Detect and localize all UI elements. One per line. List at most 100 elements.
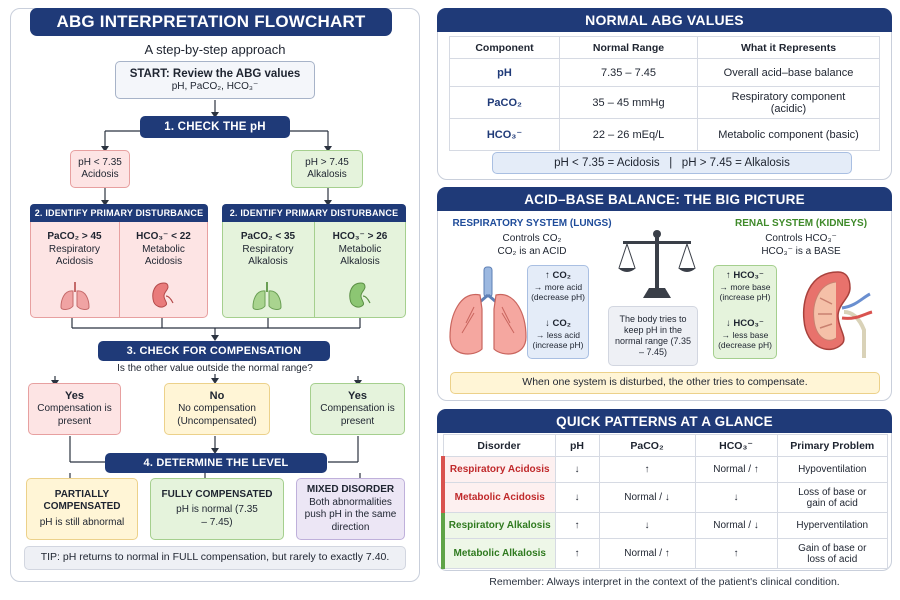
full-desc: pH is normal (7.35 – 7.45) — [176, 504, 258, 528]
full-compensation-box: FULLY COMPENSATED pH is normal (7.35 – 7… — [150, 478, 284, 540]
disorder-name: Respiratory Acidosis — [441, 456, 556, 483]
primary-problem: Loss of base or gain of acid — [776, 482, 888, 513]
resp-alkalosis-label: Respiratory Alkalosis — [242, 243, 294, 268]
resp-alkalosis-cell: PaCO₂ < 35 Respiratory Alkalosis — [222, 226, 314, 274]
co2-down-title: ↓ CO₂ — [545, 318, 571, 329]
co2-up-title: ↑ CO₂ — [545, 270, 571, 281]
table-row: HCO₃⁻ 22 – 26 mEq/L Metabolic component … — [449, 118, 880, 151]
acidosis-divider — [119, 222, 120, 318]
mixed-disorder-box: MIXED DISORDER Both abnormalities push p… — [296, 478, 405, 540]
paco2-trend: Normal / ↓ — [598, 482, 696, 513]
compensation-yes-left: Yes Compensation is present — [28, 383, 121, 435]
hco3-trend: ↑ — [694, 538, 778, 569]
primary-problem: Hyperventilation — [776, 512, 888, 539]
renal-system-title: RENAL SYSTEM (KIDNEYS) — [734, 218, 868, 229]
body-balance-text: The body tries to keep pH in the normal … — [614, 313, 692, 358]
flowchart-subtitle: A step-by-step approach — [144, 42, 286, 57]
partial-title: PARTIALLY COMPENSATED — [43, 488, 121, 513]
component-represents: Overall acid–base balance — [697, 58, 880, 87]
table-row: Respiratory Acidosis ↓ ↑ Normal / ↑ Hypo… — [441, 456, 888, 483]
met-acidosis-label: Metabolic Acidosis — [142, 243, 185, 268]
col-ph: pH — [554, 434, 600, 457]
primary-problem: Hypoventilation — [776, 456, 888, 483]
resp-acidosis-cell: PaCO₂ > 45 Respiratory Acidosis — [30, 226, 119, 274]
table-row: Metabolic Acidosis ↓ Normal / ↓ ↓ Loss o… — [441, 482, 888, 513]
hco3-up-desc: → more base (increase pH) — [719, 282, 771, 303]
patterns-table: Disorder pH PaCO₂ HCO₃⁻ Primary Problem … — [441, 434, 888, 569]
paco2-trend: ↑ — [598, 456, 696, 483]
hco3-down-desc: → less base (decrease pH) — [718, 330, 772, 351]
ph-trend: ↑ — [554, 538, 600, 569]
disorder-name: Respiratory Alkalosis — [441, 512, 556, 539]
compensation-yes-right: Yes Compensation is present — [310, 383, 405, 435]
met-acidosis-cell: HCO₃⁻ < 22 Metabolic Acidosis — [119, 226, 208, 274]
component-range: 22 – 26 mEq/L — [559, 118, 698, 151]
lungs-icon — [449, 266, 527, 355]
table-row: Metabolic Alkalosis ↑ Normal / ↑ ↑ Gain … — [441, 538, 888, 569]
met-alkalosis-value: HCO₃⁻ > 26 — [332, 231, 388, 243]
col-paco2: PaCO₂ — [598, 434, 696, 457]
compensation-note-box: When one system is disturbed, the other … — [450, 372, 880, 394]
mixed-desc: Both abnormalities push pH in the same d… — [304, 496, 397, 533]
hco3-down-title: ↓ HCO₃⁻ — [726, 318, 764, 329]
co2-up-desc: → more acid (decrease pH) — [531, 282, 585, 303]
partial-compensation-box: PARTIALLY COMPENSATED pH is still abnorm… — [26, 478, 138, 540]
alkalosis-box: pH > 7.45 Alkalosis — [291, 150, 363, 188]
renal-line1: Controls HCO₃⁻ — [765, 233, 837, 244]
remember-note: Remember: Always interpret in the contex… — [489, 576, 840, 588]
component-represents: Metabolic component (basic) — [697, 118, 880, 151]
component-represents: Respiratory component (acidic) — [697, 86, 880, 119]
primary-problem: Gain of base or loss of acid — [776, 538, 888, 569]
mixed-title: MIXED DISORDER — [306, 484, 395, 495]
component-name: pH — [449, 58, 560, 87]
acidosis-value: pH < 7.35 — [78, 156, 122, 168]
col-component: Component — [449, 36, 560, 59]
table-row: pH 7.35 – 7.45 Overall acid–base balance — [449, 58, 880, 87]
flowchart-connectors — [51, 100, 362, 478]
hco3-up-title: ↑ HCO₃⁻ — [726, 270, 764, 281]
component-name: HCO₃⁻ — [449, 118, 560, 151]
hco3-trend: ↓ — [694, 482, 778, 513]
renal-line2: HCO₃⁻ is a BASE — [761, 246, 841, 257]
step3-header: 3. CHECK FOR COMPENSATION — [98, 341, 330, 361]
body-balance-box: The body tries to keep pH in the normal … — [608, 306, 698, 366]
no-desc: No compensation (Uncompensated) — [177, 403, 257, 427]
balance-scale-icon — [618, 230, 696, 298]
table-row: PaCO₂ 35 – 45 mmHg Respiratory component… — [449, 86, 880, 119]
start-title: START: Review the ABG values — [129, 67, 301, 80]
flowchart-title: ABG INTERPRETATION FLOWCHART — [30, 8, 392, 36]
acidosis-box: pH < 7.35 Acidosis — [70, 150, 130, 188]
co2-down-desc: → less acid (increase pH) — [532, 330, 584, 351]
step1-header: 1. CHECK THE pH — [140, 116, 290, 138]
component-range: 35 – 45 mmHg — [559, 86, 698, 119]
respiratory-line2: CO₂ is an ACID — [497, 246, 567, 257]
col-represents: What it Represents — [697, 36, 880, 59]
alkalosis-value: pH > 7.45 — [305, 156, 349, 168]
normal-values-title: NORMAL ABG VALUES — [437, 8, 892, 32]
kidney-icon — [349, 282, 371, 308]
kidney-icon — [152, 282, 174, 308]
yes-label: Yes — [65, 389, 84, 402]
start-box: START: Review the ABG values pH, PaCO₂, … — [115, 61, 315, 99]
met-acidosis-value: HCO₃⁻ < 22 — [136, 231, 191, 243]
component-name: PaCO₂ — [449, 86, 560, 119]
disorder-name: Metabolic Alkalosis — [441, 538, 556, 569]
resp-alkalosis-value: PaCO₂ < 35 — [240, 231, 296, 243]
compensation-question: Is the other value outside the normal ra… — [117, 363, 313, 374]
hco3-trend: Normal / ↑ — [694, 456, 778, 483]
co2-effects-box — [527, 265, 589, 359]
respiratory-system-title: RESPIRATORY SYSTEM (LUNGS) — [452, 218, 612, 229]
lungs-icon — [60, 282, 90, 310]
ph-trend: ↓ — [554, 456, 600, 483]
met-alkalosis-cell: HCO₃⁻ > 26 Metabolic Alkalosis — [314, 226, 406, 274]
full-title: FULLY COMPENSATED — [161, 488, 273, 500]
yes-label: Yes — [348, 389, 367, 402]
compensation-no: No No compensation (Uncompensated) — [164, 383, 270, 435]
component-range: 7.35 – 7.45 — [559, 58, 698, 87]
compensation-note-text: When one system is disturbed, the other … — [522, 376, 808, 389]
ph-trend: ↑ — [554, 512, 600, 539]
hco3-effects-box — [713, 265, 777, 359]
ph-summary-box: pH < 7.35 = Acidosis | pH > 7.45 = Alkal… — [492, 152, 852, 174]
disorder-name: Metabolic Acidosis — [441, 482, 556, 513]
lungs-icon — [252, 282, 282, 310]
